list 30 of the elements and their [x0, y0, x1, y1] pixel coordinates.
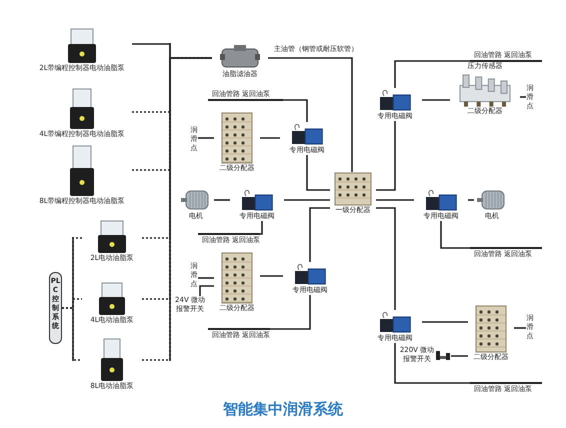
- pipe-line: [376, 199, 414, 201]
- pipe-line: [142, 57, 212, 239]
- pipe-line: [198, 277, 214, 279]
- pipe-line: [468, 199, 474, 201]
- pipe-line: [440, 221, 470, 249]
- pipe-line: [142, 57, 212, 300]
- pipe-line: [198, 137, 214, 139]
- pipe-line: [309, 207, 330, 262]
- title: 智能集中润滑系统: [223, 400, 343, 418]
- pipe-line: [394, 60, 470, 88]
- pipe-line: [451, 355, 468, 357]
- pipe-line: [520, 96, 526, 98]
- pipe-line: [376, 207, 396, 310]
- pipe-line: [260, 137, 280, 139]
- pipe-line: [514, 327, 526, 329]
- pipe-line: [270, 295, 311, 330]
- pipe-line: [306, 155, 330, 191]
- pipe-line: [422, 321, 468, 323]
- pipe-line: [142, 57, 212, 361]
- pipe-line: [284, 199, 330, 201]
- pipe-line: [62, 307, 82, 361]
- pipe-line: [260, 221, 263, 235]
- pipe-line: [260, 275, 283, 277]
- pipe-line: [376, 121, 396, 191]
- pipe-line: [214, 199, 230, 201]
- pipe-line: [199, 285, 214, 296]
- pipe-line: [283, 99, 308, 122]
- pipe-line: [422, 99, 450, 101]
- pipe-line: [394, 343, 470, 384]
- pipe-line: [268, 57, 353, 172]
